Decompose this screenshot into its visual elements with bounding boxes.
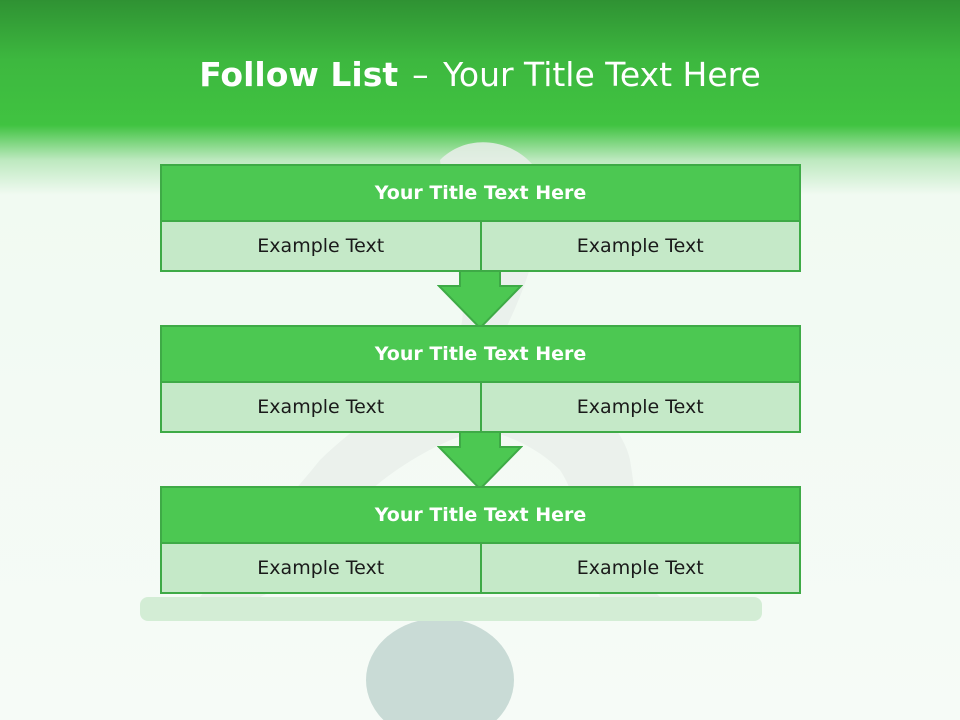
flow-box-1: Your Title Text Here Example Text Exampl… <box>160 164 801 272</box>
down-arrow-icon <box>437 270 523 330</box>
flow-box-cell-left: Example Text <box>257 396 385 418</box>
flow-box-cells: Example Text Example Text <box>162 383 799 431</box>
flow-box-2: Your Title Text Here Example Text Exampl… <box>160 325 801 433</box>
flow-box-cell-right: Example Text <box>479 222 800 270</box>
slide-title: Follow List– Your Title Text Here <box>0 52 960 98</box>
slide-title-bold: Follow List <box>199 55 399 94</box>
background-plank <box>140 597 762 621</box>
flow-box-cells: Example Text Example Text <box>162 222 799 270</box>
flow-box-title: Your Title Text Here <box>162 166 799 222</box>
flow-box-title: Your Title Text Here <box>162 327 799 383</box>
flow-box-cell-right: Example Text <box>479 383 800 431</box>
slide-title-rest: Your Title Text Here <box>443 55 761 94</box>
background-ball <box>366 618 514 720</box>
flow-box-cells: Example Text Example Text <box>162 544 799 592</box>
flow-box-title: Your Title Text Here <box>162 488 799 544</box>
down-arrow-icon <box>437 431 523 491</box>
flow-box-3: Your Title Text Here Example Text Exampl… <box>160 486 801 594</box>
flow-box-cell-left: Example Text <box>257 557 385 579</box>
slide-title-separator: – <box>412 55 429 94</box>
flow-box-cell-left: Example Text <box>257 235 385 257</box>
flow-box-cell-right: Example Text <box>479 544 800 592</box>
